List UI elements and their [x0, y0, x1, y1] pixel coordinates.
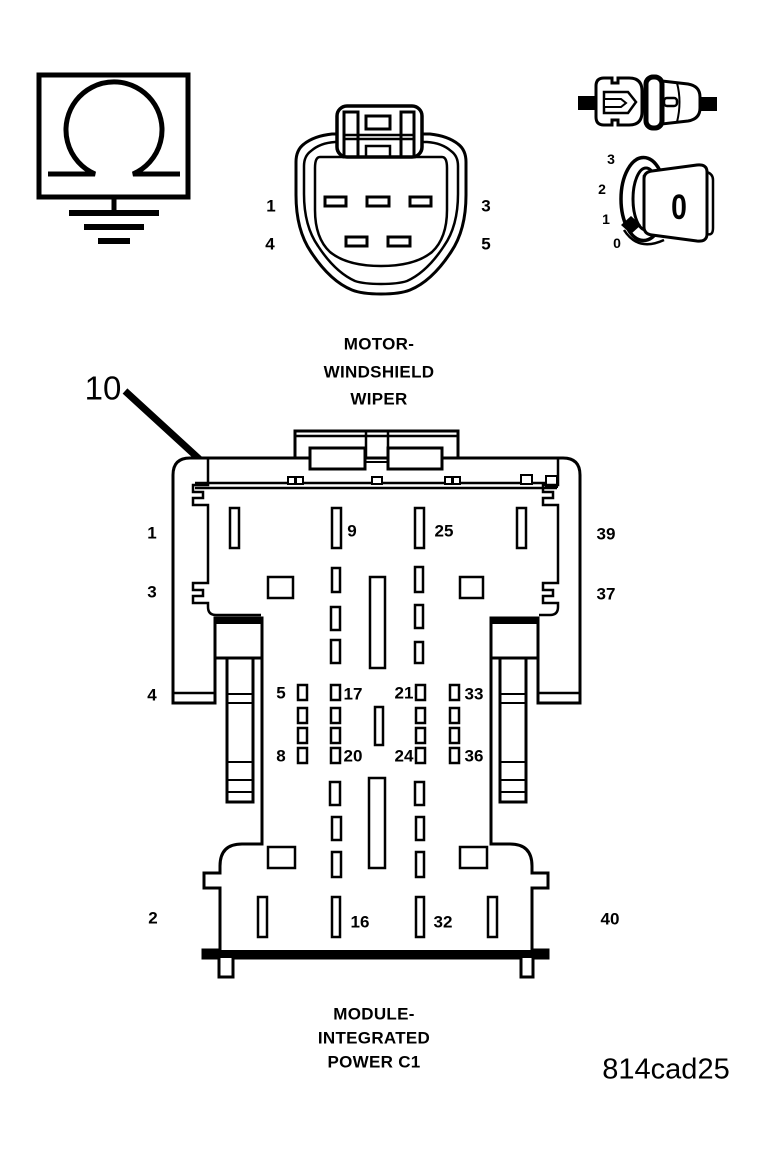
module-pin-label-33: 33	[464, 684, 484, 704]
wiper-connector-latch	[335, 104, 424, 159]
rotary-switch-icon	[619, 155, 715, 246]
module-connector-rail	[195, 474, 558, 490]
wiper-pin-label-5: 5	[481, 234, 491, 254]
module-pin-label-36: 36	[464, 746, 484, 766]
ground-symbol-icon	[36, 72, 191, 244]
module-pin-label-37: 37	[596, 584, 616, 604]
rotary-position-marker	[621, 216, 641, 234]
module-pin-label-16: 16	[350, 912, 370, 932]
wiper-pin-label-3: 3	[481, 196, 491, 216]
wiper-pin-label-1: 1	[266, 196, 276, 216]
module-pin-label-3: 3	[147, 582, 157, 602]
module-connector-title-line3: POWER C1	[327, 1052, 421, 1072]
module-pin-label-32: 32	[433, 912, 453, 932]
module-pin-label-24: 24	[394, 746, 414, 766]
module-pin-label-9: 9	[347, 521, 357, 541]
module-pin-label-39: 39	[596, 524, 616, 544]
inline-connector-icon	[578, 74, 717, 131]
cavity-10-arrow-target	[330, 566, 342, 594]
module-connector-title-line2: INTEGRATED	[317, 1028, 431, 1048]
module-pin-label-21: 21	[394, 683, 414, 703]
module-pin-label-4: 4	[147, 685, 157, 705]
figure-code: 814cad25	[602, 1053, 730, 1086]
module-connector-cavities	[228, 506, 528, 939]
rotary-position-label-0: 0	[613, 235, 621, 251]
module-pin-label-20: 20	[343, 746, 363, 766]
module-connector-cap	[293, 429, 460, 471]
module-pin-label-40: 40	[600, 909, 620, 929]
module-connector-title-line1: MODULE-	[333, 1004, 415, 1024]
wiper-connector-title-line1: MOTOR-	[343, 334, 415, 354]
wiper-connector-pins	[323, 195, 433, 248]
callout-label: 10	[84, 369, 122, 407]
module-pin-label-1: 1	[147, 523, 157, 543]
module-pin-label-2: 2	[148, 908, 158, 928]
module-pin-label-5: 5	[276, 683, 286, 703]
rotary-position-label-3: 3	[607, 151, 615, 167]
wiper-pin-label-4: 4	[265, 234, 275, 254]
rotary-position-label-2: 2	[598, 181, 606, 197]
module-pin-label-25: 25	[434, 521, 454, 541]
rotary-position-label-1: 1	[602, 211, 610, 227]
module-connector-body	[171, 429, 582, 979]
wiper-connector-face	[294, 104, 468, 296]
wiper-connector-title-line2: WINDSHIELD	[323, 362, 435, 382]
module-pin-label-17: 17	[343, 684, 363, 704]
module-pin-label-8: 8	[276, 746, 286, 766]
wiper-connector-title-line3: WIPER	[350, 389, 408, 409]
rotary-knob-label: 0	[671, 187, 687, 227]
